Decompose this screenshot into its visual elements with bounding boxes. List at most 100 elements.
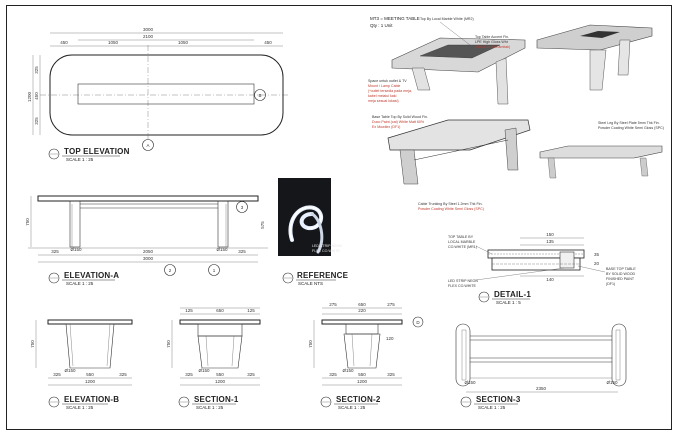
reference-note: FLEX CO.WHITE <box>312 249 341 253</box>
view-scale: SCALE 1 : 25 <box>66 281 94 286</box>
sheet-border <box>6 5 672 430</box>
dim-text: 1200 <box>85 379 96 384</box>
render-note: Powder Coating White Semi Gloss (SPC) <box>418 207 484 211</box>
reference-view: LED STRIP NEON FLEX CO.WHITE REFERENCE S… <box>278 178 349 286</box>
marker-label: 1 <box>213 268 216 273</box>
marker-label: 2 <box>169 268 172 273</box>
render-note: Space untuk outlet & TV <box>368 79 407 83</box>
view-scale: SCALE 1 : 25 <box>66 157 94 162</box>
dim-text: 20 <box>594 261 600 266</box>
marker-label: D <box>416 320 420 325</box>
render-note: meja sesuai lokasi) <box>368 99 399 103</box>
render-note: LPE High Gloss Wht <box>475 40 508 44</box>
dim-text: 550 <box>216 372 224 377</box>
view-scale: SCALE 1 : 25 <box>478 405 506 410</box>
dim-text: 650 <box>216 308 224 313</box>
render-note: Powder Coating White Semi Gloss (SPC) <box>598 126 664 130</box>
table-leg <box>217 200 229 248</box>
dim-text: 750 <box>166 340 171 348</box>
dim-text: Ø150 <box>198 368 210 373</box>
table-leg <box>69 200 81 248</box>
dim-text: 450 <box>264 40 272 45</box>
render-note: Duco Paint (cat) White Matt 60% <box>372 120 425 124</box>
marker-label: 3 <box>241 205 244 210</box>
elevation-b-view: 750 325 550 325 1200 Ø150 ELEVATION-B SC… <box>30 319 133 410</box>
dim-text: 1200 <box>215 379 226 384</box>
section-3-view: 2350 Ø150 Ø150 SECTION-3 SCALE 1 : 25 <box>455 323 627 410</box>
dim-text: 1200 <box>357 379 368 384</box>
detail-note: FLEX CO.WHITE <box>448 284 477 288</box>
render-note: Ex Mowilex (DF1) <box>372 125 400 129</box>
dim-text: 650 <box>358 302 366 307</box>
dim-text: Ø150 <box>342 368 354 373</box>
top-center-panel <box>77 83 255 105</box>
dim-text: Ø150 <box>464 380 476 385</box>
dim-text: 2100 <box>143 34 154 39</box>
leg-plan <box>455 323 471 387</box>
render-note: Mount / Lamp Cable <box>368 84 400 88</box>
render-note: Top By Local Marble White (MR2) <box>420 17 474 21</box>
marker-label: A <box>146 143 149 148</box>
view-scale: SCALE 1 : 25 <box>196 405 224 410</box>
dim-text: 550 <box>358 372 366 377</box>
top-elevation-view: 3000 2100 450 1050 1050 450 1200 325 450… <box>27 27 290 162</box>
render-note: Base Table Top By Solid Wood Fin. <box>372 115 428 119</box>
view-title: ELEVATION-B <box>64 395 119 404</box>
dim-text: 550 <box>86 372 94 377</box>
section-1-view: 125 650 125 750 325 550 325 1200 Ø150 SE… <box>166 307 261 410</box>
detail-led <box>559 251 575 269</box>
dim-text: 150 <box>546 232 554 237</box>
view-title: SECTION-3 <box>476 395 521 404</box>
view-title: SECTION-1 <box>194 395 239 404</box>
tabletop-edge <box>37 195 259 202</box>
leg-plan <box>611 323 627 387</box>
dim-text: 2350 <box>536 386 547 391</box>
dim-text: 325 <box>53 372 61 377</box>
dim-text: 450 <box>34 92 39 100</box>
dim-text: 325 <box>247 372 255 377</box>
render-note: (*outlet tersedia pada meja, <box>368 89 412 93</box>
dim-text: 220 <box>358 308 366 313</box>
render-header: MT3 = MEETING TABLE <box>370 16 420 21</box>
view-title: DETAIL-1 <box>494 290 531 299</box>
detail-1-view: 150 135 140 35 20 TOP TABLE BY LOCAL MAR… <box>448 232 636 305</box>
reference-note: LED STRIP NEON <box>312 244 342 248</box>
dim-text: 1050 <box>178 40 189 45</box>
view-title: REFERENCE <box>297 271 349 280</box>
dim-text: 275 <box>329 302 337 307</box>
dim-text: 750 <box>308 340 313 348</box>
render-note: Steel Leg By Steel Plate 5mm Thk Fin. <box>598 121 660 125</box>
dim-text: 120 <box>386 336 394 341</box>
dim-text: 3000 <box>143 27 154 32</box>
dim-text: 325 <box>34 117 39 125</box>
view-title: TOP ELEVATION <box>64 147 130 156</box>
render-header: Qty : 1 Unit <box>370 23 393 28</box>
dim-text: 325 <box>329 372 337 377</box>
view-scale: SCALE 1 : 5 <box>496 300 521 305</box>
dim-text: 325 <box>238 249 246 254</box>
render-note: Cable Trunking By Steel 1.2mm Thk Fin. <box>418 202 482 206</box>
section-marker <box>142 139 154 151</box>
elevation-a-view: 325 2050 325 3000 750 Ø150 Ø150 575 3 2 … <box>25 195 268 286</box>
view-scale: SCALE NTS <box>298 281 323 286</box>
pedestal-outline <box>343 333 381 369</box>
pedestal-outline <box>65 323 115 369</box>
render-note: kabel melalui kaki <box>368 94 397 98</box>
section-2-view: 275 650 275 220 120 750 325 550 325 1200… <box>308 302 424 410</box>
render-inlay <box>419 44 501 59</box>
dim-text: 3000 <box>143 256 154 261</box>
dim-text: 140 <box>546 277 554 282</box>
dim-text: 325 <box>51 249 59 254</box>
detail-note: BASE TOP TABLE <box>606 267 636 271</box>
marker-label: B <box>258 93 261 98</box>
detail-note: FINISHED PAINT <box>606 277 635 281</box>
dim-text: 325 <box>34 66 39 74</box>
detail-note: (DF1) <box>606 282 615 286</box>
dim-text: 275 <box>387 302 395 307</box>
render-note: (HV-2014 Ex Lamitak) <box>475 45 510 49</box>
dim-text: 135 <box>546 239 554 244</box>
dim-text: 325 <box>185 372 193 377</box>
dim-text: Ø150 <box>606 380 618 385</box>
